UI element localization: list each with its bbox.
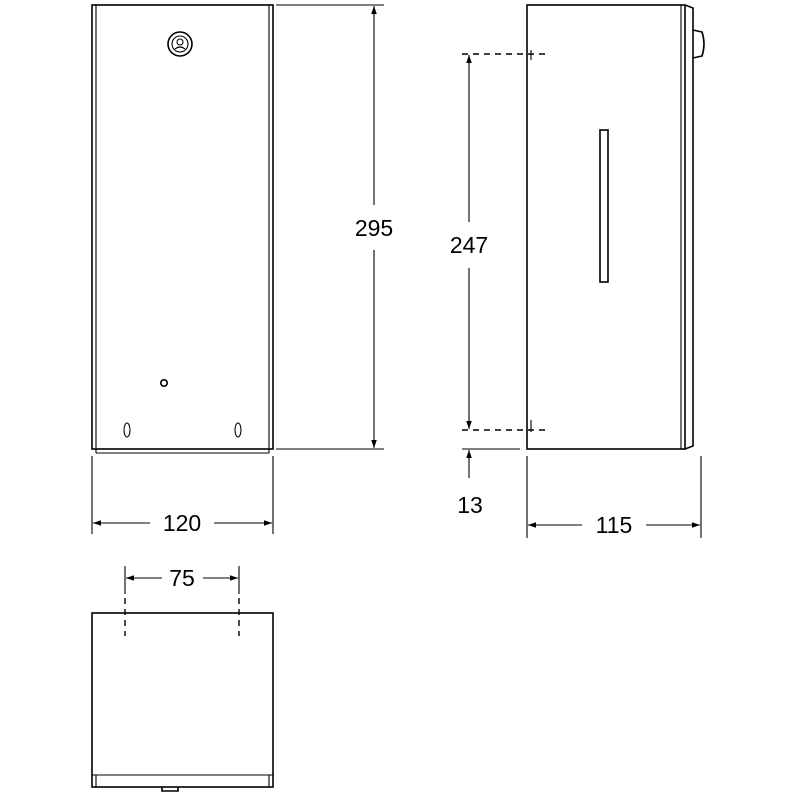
viewing-window <box>599 129 609 283</box>
bottom-tab <box>161 787 179 792</box>
bottom-view <box>91 598 274 792</box>
label-total-height: 295 <box>355 215 393 241</box>
dimension-mount-spacing: 75 <box>124 565 240 594</box>
dimension-bottom-offset: 13 <box>457 448 520 518</box>
side-body <box>526 4 686 450</box>
bottom-body <box>91 612 274 788</box>
mount-slot-left <box>123 422 131 438</box>
label-side-depth: 115 <box>596 512 633 538</box>
mount-slot-right <box>234 422 242 438</box>
dimension-side-depth: 115 <box>526 456 702 538</box>
lock-icon <box>167 31 193 57</box>
dimension-total-height: 295 <box>276 4 393 450</box>
dimension-inner-height: 247 <box>450 53 546 431</box>
front-view <box>91 4 274 454</box>
side-view <box>526 4 705 450</box>
label-inner-height: 247 <box>450 232 488 258</box>
side-button <box>692 29 705 59</box>
label-bottom-offset: 13 <box>457 492 483 518</box>
label-mount-spacing: 75 <box>169 565 195 591</box>
side-back-plate <box>684 4 694 450</box>
dimension-front-width: 120 <box>91 456 274 536</box>
sensor-hole <box>160 378 169 387</box>
front-body <box>91 4 274 450</box>
label-front-width: 120 <box>163 510 201 536</box>
